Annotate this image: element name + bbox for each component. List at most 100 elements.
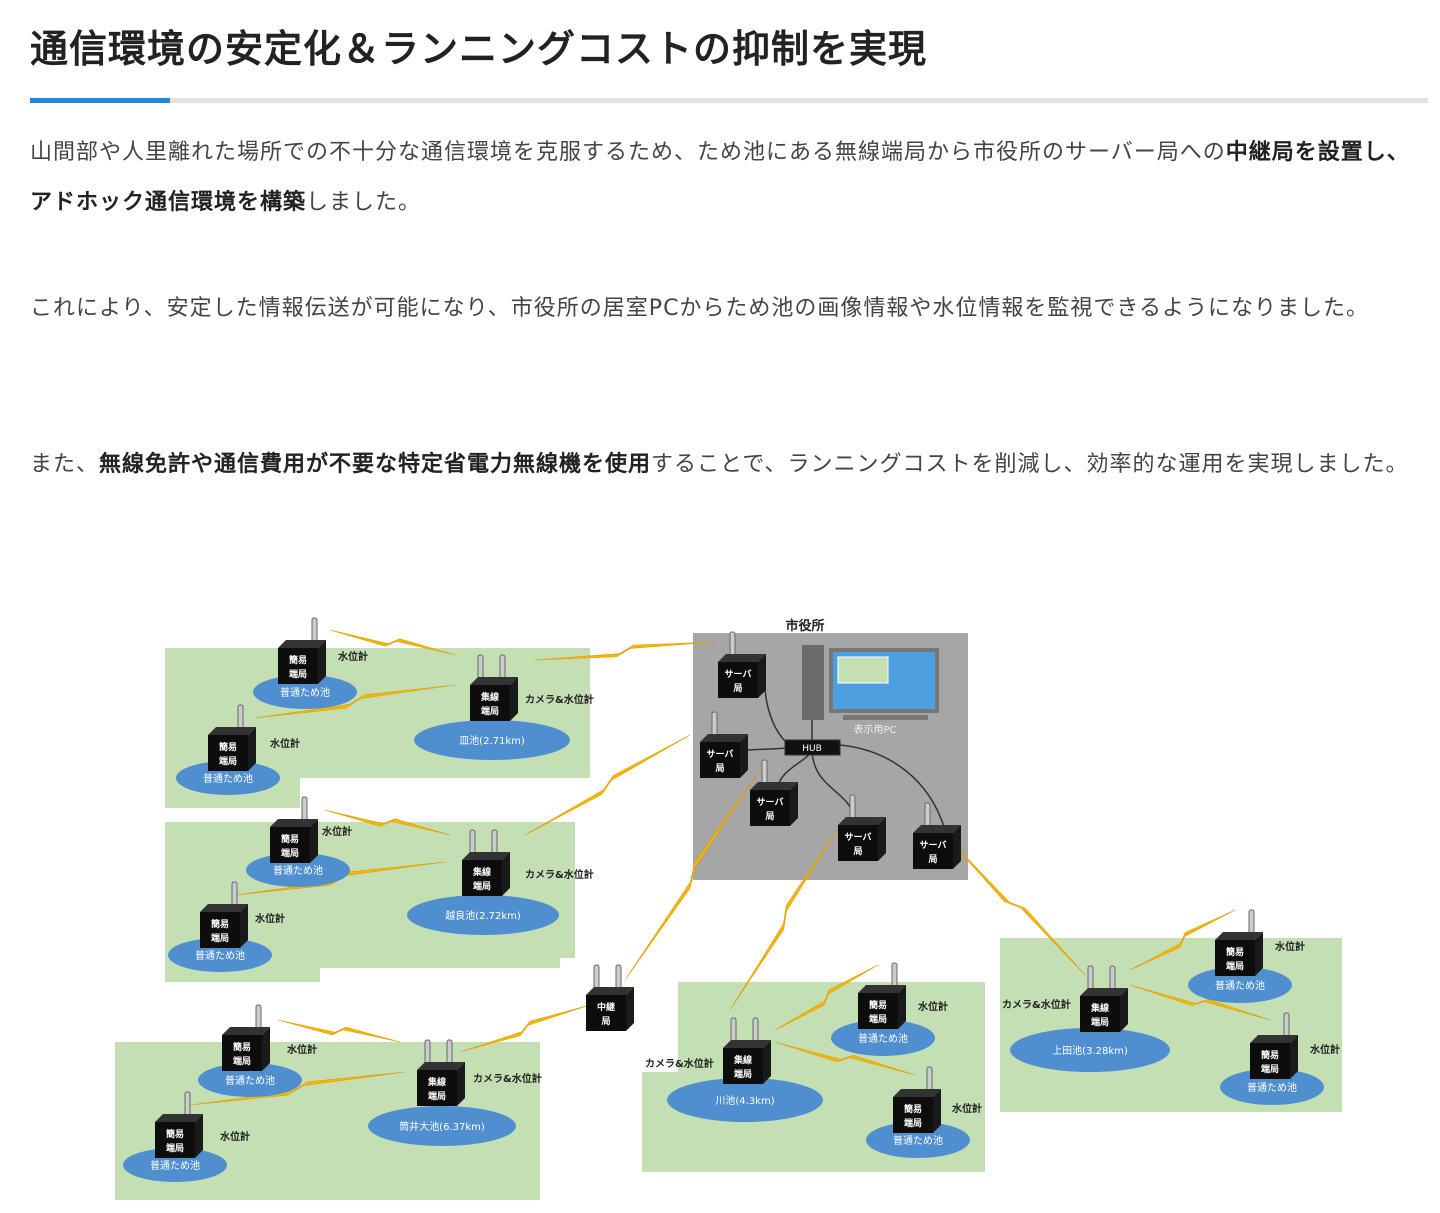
box-label-line2: 端局 (211, 932, 229, 944)
box-front (1215, 940, 1255, 976)
box-top (723, 1040, 771, 1048)
box-label-line2: 局 (853, 846, 862, 857)
box-side (626, 987, 634, 1031)
title-divider (30, 98, 1428, 103)
main-pond-label: 上田池(3.28km) (1052, 1044, 1128, 1057)
main-pond (407, 895, 559, 935)
box-front (700, 742, 740, 778)
box-label-line1: 簡易 (166, 1128, 184, 1140)
box-top (1080, 988, 1128, 996)
small-pond-label: 普通ため池 (1215, 979, 1265, 992)
box-front (208, 735, 248, 771)
paragraph-emphasis: 無線免許や通信費用が不要な特定省電力無線機を使用 (99, 452, 652, 477)
box-label-line2: 端局 (166, 1142, 184, 1154)
wireless-link (624, 769, 761, 981)
wireless-link (774, 964, 879, 1031)
box-label-line2: 端局 (904, 1117, 922, 1129)
box-label-line2: 端局 (428, 1090, 446, 1102)
small-pond-label: 普通ため池 (225, 1074, 275, 1087)
box-front (417, 1070, 457, 1106)
box-front (858, 993, 898, 1029)
small-pond (866, 1122, 970, 1158)
box-label-line1: 簡易 (281, 833, 299, 845)
box-label-line2: 端局 (1261, 1063, 1279, 1075)
box-label-line2: 端局 (869, 1013, 887, 1025)
box-label-line1: 簡易 (1261, 1049, 1279, 1061)
box-label-line1: サーバ (725, 669, 752, 680)
box-label-line1: 簡易 (233, 1041, 251, 1053)
box-top (718, 654, 766, 662)
box-front (155, 1122, 195, 1158)
paragraph-text: することで、ランニングコストを削減し、効率的な運用を実現しました。 (651, 452, 1409, 477)
box-side (510, 677, 518, 721)
water-gauge-label: 水位計 (917, 1000, 948, 1013)
main-pond-label: 筒井大池(6.37km) (399, 1120, 485, 1133)
box-side (763, 1040, 771, 1084)
small-pond (831, 1020, 935, 1056)
network-cable (747, 747, 791, 751)
box-label-line1: サーバ (707, 749, 734, 760)
box-front (270, 827, 310, 863)
box-label-line2: 局 (601, 1016, 610, 1027)
box-label-line2: 端局 (1226, 960, 1244, 972)
box-side (502, 852, 510, 896)
box-label-line2: 端局 (734, 1068, 752, 1080)
box-label-line2: 端局 (481, 705, 499, 717)
paragraph-text: また、 (30, 452, 100, 477)
box-front (723, 1048, 763, 1084)
main-pond-label: 越良池(2.72km) (445, 909, 521, 922)
box-side (1120, 988, 1128, 1032)
wireless-link (944, 834, 1086, 976)
main-pond (667, 1078, 823, 1122)
camera-gauge-label: カメラ&水位計 (525, 868, 594, 881)
network-cable (839, 744, 946, 831)
small-pond-label: 普通ため池 (195, 949, 245, 962)
small-pond-label: 普通ため池 (150, 1159, 200, 1172)
paragraph-text: 山間部や人里離れた場所での不十分な通信環境を克服するため、ため池にある無線端局か… (30, 140, 1226, 165)
small-pond (123, 1148, 227, 1182)
water-gauge-label: 水位計 (269, 737, 300, 750)
box-label-line2: 局 (715, 763, 724, 774)
box-label-line1: 簡易 (869, 999, 887, 1011)
box-top (586, 987, 634, 995)
box-top (270, 819, 318, 827)
box-side (1290, 1035, 1298, 1079)
small-pond-label: 普通ため池 (273, 864, 323, 877)
box-side (310, 819, 318, 863)
wireless-link (534, 641, 716, 661)
box-top (750, 782, 798, 790)
camera-gauge-label: カメラ&水位計 (1002, 998, 1071, 1011)
water-gauge-label: 水位計 (286, 1043, 317, 1056)
box-top (1250, 1035, 1298, 1043)
box-side (933, 1089, 941, 1133)
box-front (913, 833, 953, 869)
water-gauge-label: 水位計 (219, 1130, 250, 1143)
box-side (758, 654, 766, 698)
box-label-line1: 集線 (427, 1076, 446, 1088)
box-label-line1: サーバ (757, 797, 784, 808)
city-hall-label: 市役所 (785, 618, 824, 634)
water-gauge-label: 水位計 (337, 650, 368, 663)
network-diagram: 市役所表示用PCHUB 普通ため池簡易端局水位計普通ため池簡易端局水位計皿池(2… (115, 617, 1342, 1200)
page-title: 通信環境の安定化＆ランニングコストの抑制を実現 (30, 27, 928, 71)
box-label-line1: 集線 (480, 691, 499, 703)
main-pond (414, 720, 570, 760)
box-top (893, 1089, 941, 1097)
box-front (838, 825, 878, 861)
box-top (462, 852, 510, 860)
box-label-line2: 局 (928, 854, 937, 865)
box-label-line2: 局 (733, 683, 742, 694)
